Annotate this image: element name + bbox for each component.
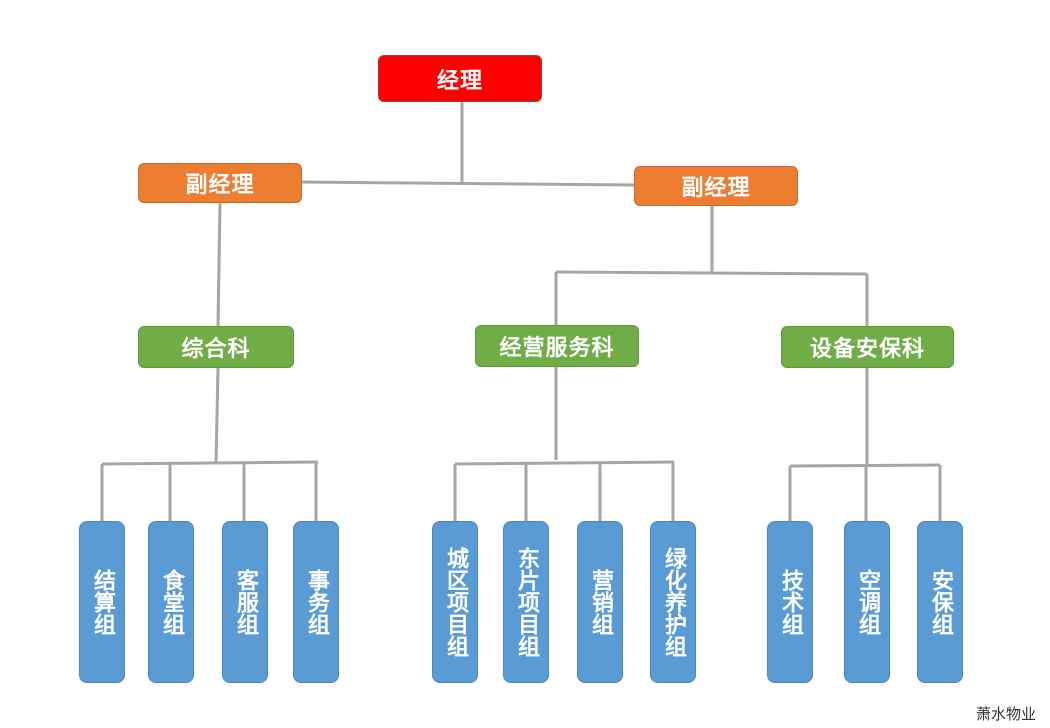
deputy-box-left: 副经理: [138, 163, 302, 203]
manager-label: 经理: [436, 68, 483, 94]
group-box-jiesuan: 结算组: [79, 521, 125, 683]
group-label-jiesuan: 结算组: [90, 569, 115, 635]
group-box-jishu: 技术组: [767, 521, 813, 683]
department-box-shebei: 设备安保科: [781, 326, 954, 368]
group-label-lvhua: 绿化养护组: [661, 547, 686, 657]
department-box-zonghe: 综合科: [138, 326, 294, 368]
group-label-yingxiao: 营销组: [588, 569, 613, 635]
watermark-text: 萧水物业: [975, 705, 1036, 723]
group-box-anbao: 安保组: [917, 521, 963, 683]
group-box-kefu: 客服组: [222, 521, 268, 683]
department-label-zonghe: 综合科: [181, 337, 251, 362]
group-box-chengqu: 城区项目组: [432, 521, 478, 683]
group-box-dongpian: 东片项目组: [503, 521, 549, 683]
group-label-anbao: 安保组: [928, 569, 953, 635]
manager-box: 经理: [378, 55, 542, 102]
deputy-label-right: 副经理: [681, 176, 751, 201]
department-label-jingying: 经营服务科: [499, 336, 615, 361]
group-label-shiwu: 事务组: [304, 569, 329, 635]
group-label-jishu: 技术组: [778, 569, 803, 635]
group-box-kongtiao: 空调组: [844, 521, 890, 683]
deputy-box-right: 副经理: [634, 166, 798, 206]
department-label-shebei: 设备安保科: [809, 337, 925, 362]
group-box-shitang: 食堂组: [148, 521, 194, 683]
group-label-kongtiao: 空调组: [855, 569, 880, 635]
department-box-jingying: 经营服务科: [475, 325, 639, 367]
group-label-chengqu: 城区项目组: [443, 547, 468, 657]
group-label-kefu: 客服组: [233, 569, 258, 635]
deputy-label-left: 副经理: [185, 173, 255, 198]
group-box-yingxiao: 营销组: [577, 521, 623, 683]
group-label-shitang: 食堂组: [159, 569, 184, 635]
group-box-shiwu: 事务组: [293, 521, 339, 683]
group-box-lvhua: 绿化养护组: [650, 521, 696, 683]
group-label-dongpian: 东片项目组: [514, 547, 539, 657]
